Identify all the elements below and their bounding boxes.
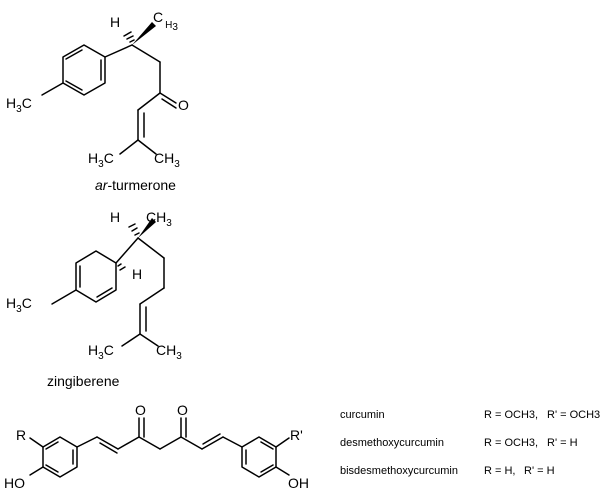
curcuminoid-left-ring	[42, 436, 78, 478]
table-row-2-r: R = OCH3,	[484, 437, 538, 449]
ar-turmerone-oxygen: O	[178, 97, 189, 113]
ar-turmerone-gem-right: CH3	[154, 150, 180, 170]
zingiberene-ring	[75, 250, 117, 303]
zingiberene-hash-bond	[128, 223, 140, 236]
table-row-3-r: R = H,	[484, 465, 515, 477]
curcuminoid-oh-label: OH	[288, 475, 309, 491]
ar-turmerone-wedge-bond	[132, 22, 156, 45]
table-row-3-rp: R' = H	[524, 465, 555, 477]
ar-turmerone-caption: ar-turmerone	[95, 177, 176, 193]
table-row-3-name: bisdesmethoxycurcumin	[340, 465, 458, 477]
ar-turmerone-hash-bond	[123, 31, 135, 43]
zingiberene-caption: zingiberene	[47, 373, 120, 389]
curcuminoid-o-right: O	[177, 402, 188, 418]
table-row-2-name: desmethoxycurcumin	[340, 437, 444, 449]
table-row-1-name: curcumin	[340, 409, 385, 421]
zingiberene-structure: H CH3 H H3C H3C CH3 zingiberene	[6, 209, 182, 389]
zingiberene-ring-hash	[117, 263, 126, 271]
ar-turmerone-h3c-left: H3C	[6, 95, 32, 115]
curcuminoid-o-left: O	[135, 402, 146, 418]
zingiberene-gem-right: CH3	[156, 342, 182, 362]
ar-turmerone-ch3-top: CH3	[153, 9, 178, 33]
ar-turmerone-caption-rest: -turmerone	[107, 177, 176, 193]
ar-turmerone-benzene-ring	[62, 44, 106, 96]
curcuminoid-structure: R HO O O R' OH	[4, 402, 309, 491]
substituent-table: curcumin R = OCH3, R' = OCH3 desmethoxyc…	[340, 409, 600, 477]
table-row-2-rp: R' = H	[547, 437, 578, 449]
zingiberene-h3c-left: H3C	[6, 295, 32, 315]
ar-turmerone-caption-italic: ar	[95, 177, 109, 193]
zingiberene-gem-left: H3C	[88, 342, 114, 362]
ar-turmerone-h-label: H	[110, 14, 120, 30]
curcuminoid-ho-label: HO	[4, 475, 25, 491]
zingiberene-wedge-bond	[138, 218, 156, 238]
zingiberene-h-top: H	[110, 209, 120, 225]
zingiberene-h-ring: H	[132, 266, 142, 282]
table-row-1-r: R = OCH3,	[484, 409, 538, 421]
curcuminoid-r-label: R	[16, 427, 26, 443]
curcuminoid-rprime-label: R'	[290, 427, 303, 443]
ar-turmerone-structure: H CH3 H3C O H3C CH3 ar-turmerone	[6, 9, 189, 193]
zingiberene-ch3-top: CH3	[146, 209, 172, 229]
table-row-1-rp: R' = OCH3	[547, 409, 600, 421]
ar-turmerone-gem-left: H3C	[88, 150, 114, 170]
curcuminoid-right-ring	[241, 436, 277, 478]
